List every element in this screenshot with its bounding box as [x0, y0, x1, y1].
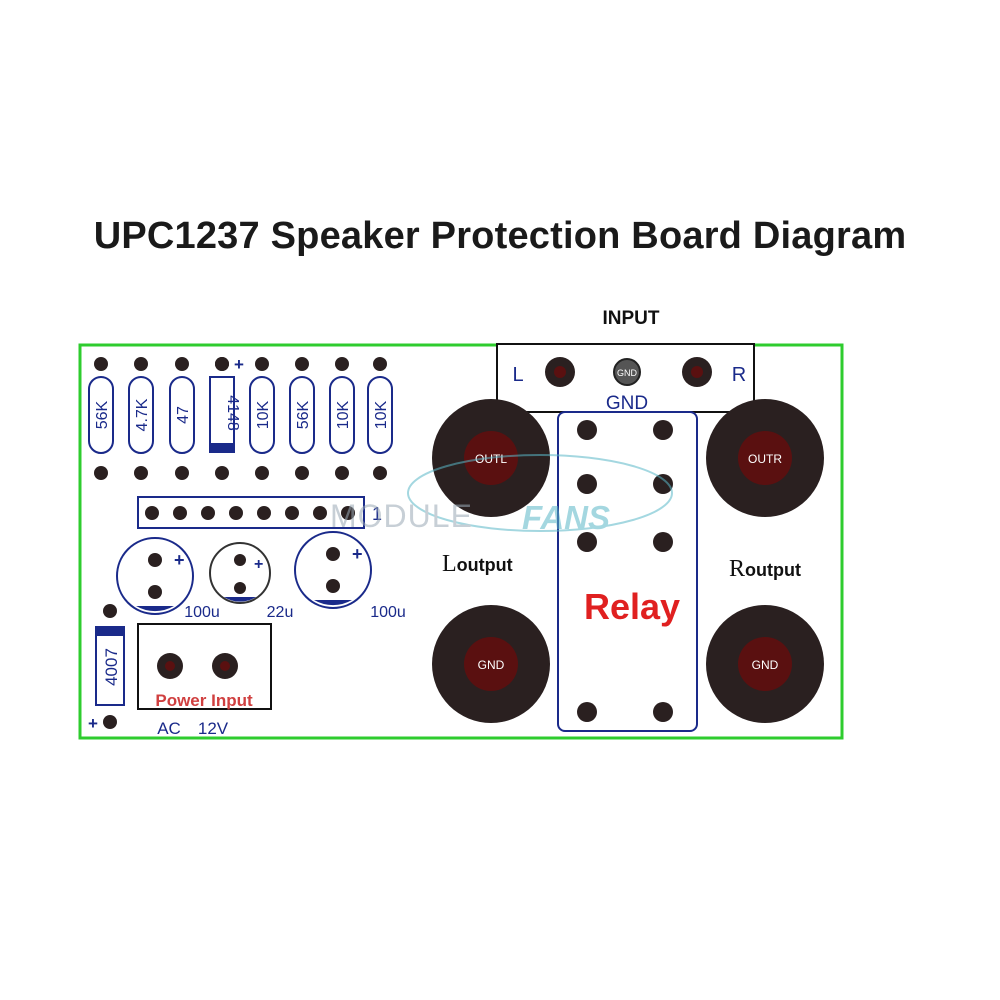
- relay-pin: [653, 420, 673, 440]
- diode-4148: 4148 +: [209, 355, 244, 480]
- ic-pin: [229, 506, 243, 520]
- diode-4007-label: 4007: [102, 648, 121, 686]
- pad-bottom: [255, 466, 269, 480]
- pad-top: [373, 357, 387, 371]
- pad-top: [335, 357, 349, 371]
- cap-100u-left-plus: +: [174, 550, 185, 570]
- resistor: 56K: [88, 357, 114, 480]
- diode-4007: [95, 626, 125, 706]
- diode-4148-label: 4148: [224, 395, 241, 431]
- relay-pins: [577, 420, 673, 722]
- ic-pin1-label: 1: [372, 504, 382, 524]
- resistor-label: 56K: [94, 400, 111, 429]
- relay-pin: [653, 702, 673, 722]
- power-input-label: Power Input: [155, 691, 253, 710]
- input-gnd-label: GND: [606, 393, 648, 414]
- resistor-label: 4.7K: [134, 398, 151, 431]
- cap-100u-right-value: 100u: [370, 604, 406, 621]
- resistor-label: 47: [175, 406, 192, 424]
- relay-label: Relay: [584, 586, 680, 627]
- diode-4007-top-pad: [103, 604, 117, 618]
- pad-bottom: [295, 466, 309, 480]
- cap-100u-left-value: 100u: [184, 604, 220, 621]
- resistor-label: 56K: [295, 400, 312, 429]
- resistor: 56K: [289, 357, 315, 480]
- gnd-left-label: GND: [478, 658, 505, 672]
- watermark: MODULE FANS: [330, 454, 673, 536]
- pad-top: [295, 357, 309, 371]
- pad-top: [134, 357, 148, 371]
- input-header: INPUT: [603, 308, 660, 329]
- ic-pin: [285, 506, 299, 520]
- cap-22u: +: [209, 542, 271, 604]
- pad-top: [175, 357, 189, 371]
- cap-100u-left: +: [116, 537, 194, 615]
- ic-pin: [341, 506, 355, 520]
- pad-bottom: [175, 466, 189, 480]
- resistor: 10K: [367, 357, 393, 480]
- pad-top: [94, 357, 108, 371]
- terminal-outr: OUTR: [706, 399, 824, 517]
- cap-100u-right: +: [294, 531, 372, 609]
- relay-pin: [577, 702, 597, 722]
- resistor-row: 56K 4.7K 47 4148 +10K 56K 10K 10K: [88, 355, 393, 480]
- relay-pin: [577, 420, 597, 440]
- cap-100u-right-plus: +: [352, 544, 363, 564]
- right-output-label: Routput: [729, 556, 801, 582]
- input-left-label: L: [512, 364, 523, 386]
- pad-bottom: [373, 466, 387, 480]
- pad-top: [215, 357, 229, 371]
- resistor-label: 10K: [335, 400, 352, 429]
- pad-top: [255, 357, 269, 371]
- pad-bottom: [215, 466, 229, 480]
- resistor: 10K: [329, 357, 355, 480]
- ic-pin: [145, 506, 159, 520]
- pad-bottom: [335, 466, 349, 480]
- cap-22u-plus: +: [254, 556, 263, 573]
- watermark-right: FANS: [522, 499, 610, 536]
- relay-body: [557, 411, 698, 732]
- pad-bottom: [94, 466, 108, 480]
- ic-pin: [201, 506, 215, 520]
- cap-22u-value: 22u: [267, 604, 294, 621]
- relay-pin: [653, 532, 673, 552]
- resistor-label: 10K: [255, 400, 272, 429]
- diode-4007-bottom-pad: [103, 715, 117, 729]
- relay-pin: [577, 532, 597, 552]
- gnd-right-label: GND: [752, 658, 779, 672]
- watermark-left: MODULE: [330, 498, 473, 534]
- ic-pin: [313, 506, 327, 520]
- voltage-label: 12V: [198, 719, 229, 738]
- terminal-gnd-right: GND: [706, 605, 824, 723]
- resistor: 10K: [249, 357, 275, 480]
- ac-label: AC: [157, 719, 181, 738]
- resistor-label: 10K: [373, 400, 390, 429]
- pad-bottom: [134, 466, 148, 480]
- diagram-title: UPC1237 Speaker Protection Board Diagram: [93, 215, 907, 257]
- relay-pin: [653, 474, 673, 494]
- diode-4007-plus: +: [88, 714, 98, 733]
- relay-pin: [577, 474, 597, 494]
- resistor: 4.7K: [128, 357, 154, 480]
- ic-pin: [257, 506, 271, 520]
- ic-pins: [145, 506, 355, 520]
- left-output-label: Loutput: [442, 551, 513, 577]
- input-gnd-pad-label: GND: [617, 368, 638, 378]
- diode-4148-plus: +: [234, 355, 244, 374]
- input-right-label: R: [732, 364, 746, 386]
- outl-label: OUTL: [475, 452, 507, 466]
- outr-label: OUTR: [748, 452, 782, 466]
- ic-pin: [173, 506, 187, 520]
- resistor: 47: [169, 357, 195, 480]
- input-gnd-pad: [613, 358, 641, 386]
- terminal-gnd-left: GND: [432, 605, 550, 723]
